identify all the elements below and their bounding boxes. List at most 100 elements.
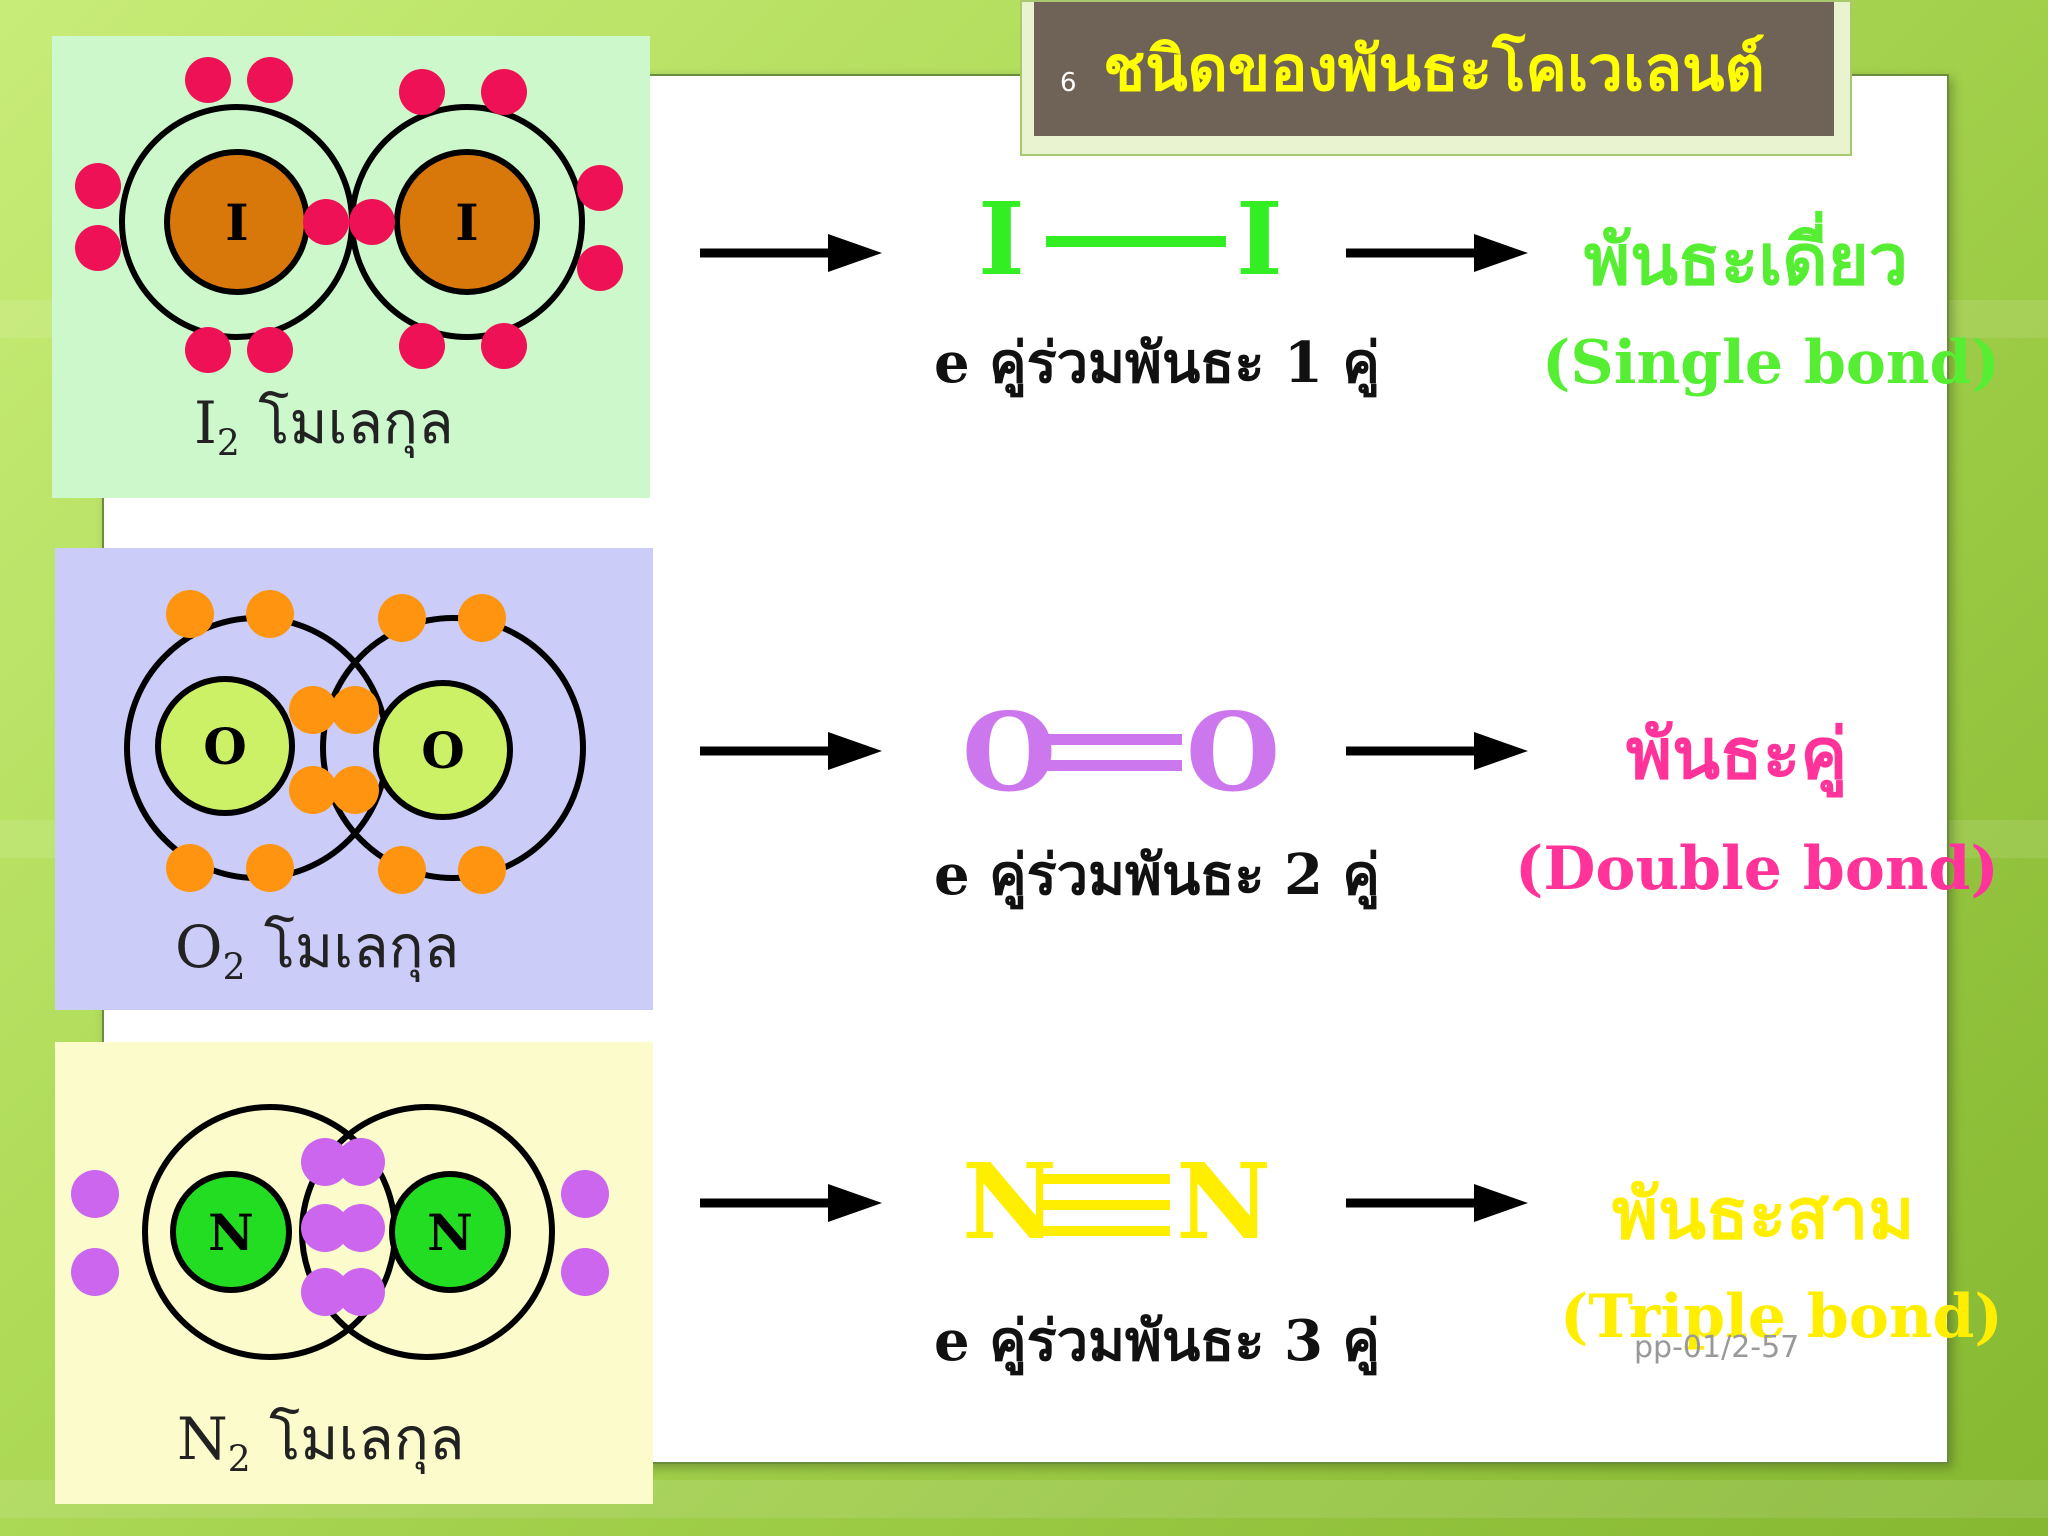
electron	[75, 163, 121, 209]
slide-number: 6	[1060, 68, 1077, 98]
electron	[561, 1248, 609, 1296]
electron	[71, 1170, 119, 1218]
o2-lewis-diagram: O O	[55, 548, 653, 1010]
title-bar: ชนิดของพันธะโคเวเลนต์	[1034, 2, 1834, 136]
bond-type-english: (Single bond)	[1542, 328, 2000, 398]
formula-atom-left: O	[962, 690, 1057, 816]
box-background	[52, 36, 650, 498]
electron	[331, 686, 379, 734]
bond-type-thai: พันธะเดี่ยว	[1584, 218, 1909, 301]
nucleus	[373, 680, 513, 820]
electron	[289, 766, 337, 814]
electron	[301, 1138, 349, 1186]
footer-code: pp-01/2-57	[1634, 1330, 1800, 1365]
molecule-suffix: โมเลกุล	[239, 389, 454, 457]
nucleus	[389, 1171, 511, 1293]
structural-formula: I	[978, 180, 1025, 298]
shared-pairs-text: e คู่ร่วมพันธะ 3 คู่	[934, 1308, 1380, 1374]
arrow-icon	[1346, 732, 1528, 770]
single-bond-line	[1046, 236, 1226, 247]
electron	[577, 165, 623, 211]
molecule-box-o2: O O O2 โมเลกุล	[55, 548, 653, 1010]
electron	[481, 69, 527, 115]
structural-formula: N	[1176, 1140, 1271, 1263]
electron-shell	[320, 615, 586, 881]
electron	[75, 225, 121, 271]
molecule-subscript: 2	[216, 423, 240, 465]
bond-type-thai: พันธะสาม	[1612, 1172, 1915, 1255]
formula-atom-right: O	[1186, 690, 1281, 816]
bond-type-english: (Triple bond)	[1560, 1282, 2003, 1352]
molecule-symbol: O	[175, 913, 223, 981]
shared-pairs-text: e คู่ร่วมพันธะ 2 คู่	[934, 842, 1380, 908]
formula-atom-right: N	[1176, 1140, 1272, 1263]
electron	[349, 199, 395, 245]
i2-lewis-diagram: I I	[52, 36, 650, 498]
electron	[561, 1170, 609, 1218]
molecule-symbol: N	[177, 1405, 228, 1473]
electron	[337, 1204, 385, 1252]
electron	[247, 327, 293, 373]
electron	[185, 57, 231, 103]
molecule-box-i2: I I I2 โมเลกุล	[52, 36, 650, 498]
bond-type-english: (Double bond)	[1515, 834, 1999, 904]
arrow-icon	[1346, 1184, 1528, 1222]
arrow-icon	[700, 732, 882, 770]
electron	[71, 1248, 119, 1296]
electron	[458, 846, 506, 894]
electron	[166, 844, 214, 892]
electron	[577, 245, 623, 291]
atom-symbol: N	[427, 1203, 473, 1262]
arrow-icon	[700, 1184, 882, 1222]
electron	[331, 766, 379, 814]
formula-atom-right: I	[1236, 180, 1283, 298]
double-bond-line	[1044, 734, 1182, 745]
molecule-box-n2: N N N2 โมเลกุล	[55, 1042, 653, 1504]
electron	[399, 323, 445, 369]
atom-symbol: I	[455, 193, 478, 252]
arrow-icon	[700, 234, 882, 272]
electron	[378, 594, 426, 642]
molecule-label: O2 โมเลกุล	[175, 900, 459, 993]
structural-formula: I	[1236, 180, 1283, 298]
electron	[303, 199, 349, 245]
bond-type-thai: พันธะคู่	[1626, 712, 1848, 795]
atom-symbol: O	[421, 721, 465, 780]
electron	[378, 846, 426, 894]
electron	[337, 1138, 385, 1186]
structural-formula: O	[1186, 690, 1280, 816]
electron	[246, 590, 294, 638]
molecule-subscript: 2	[222, 947, 246, 989]
electron	[289, 686, 337, 734]
electron	[337, 1268, 385, 1316]
atom-symbol: I	[225, 193, 248, 252]
molecule-suffix: โมเลกุล	[245, 913, 460, 981]
electron	[399, 69, 445, 115]
electron	[185, 327, 231, 373]
double-bond-line	[1044, 760, 1182, 771]
formula-atom-left: I	[978, 180, 1025, 298]
nucleus	[394, 149, 540, 295]
arrow-icon	[1346, 234, 1528, 272]
nucleus	[170, 1171, 292, 1293]
slide-title: ชนิดของพันธะโคเวเลนต์	[1103, 32, 1765, 105]
molecule-suffix: โมเลกุล	[250, 1405, 465, 1473]
electron	[166, 590, 214, 638]
molecule-label: N2 โมเลกุล	[177, 1392, 465, 1485]
nucleus	[155, 676, 295, 816]
formula-atom-left: N	[962, 1140, 1058, 1263]
shared-pairs-text: e คู่ร่วมพันธะ 1 คู่	[934, 330, 1380, 396]
triple-bond-line	[1042, 1174, 1170, 1184]
atom-symbol: O	[203, 717, 247, 776]
atom-symbol: N	[208, 1203, 254, 1262]
n2-lewis-diagram: N N	[55, 1042, 653, 1504]
molecule-symbol: I	[194, 389, 217, 457]
electron	[301, 1268, 349, 1316]
electron	[301, 1204, 349, 1252]
electron	[481, 323, 527, 369]
electron	[247, 57, 293, 103]
molecule-label: I2 โมเลกุล	[194, 376, 454, 469]
electron	[246, 844, 294, 892]
molecule-subscript: 2	[227, 1439, 251, 1481]
structural-formula: N	[962, 1140, 1057, 1263]
